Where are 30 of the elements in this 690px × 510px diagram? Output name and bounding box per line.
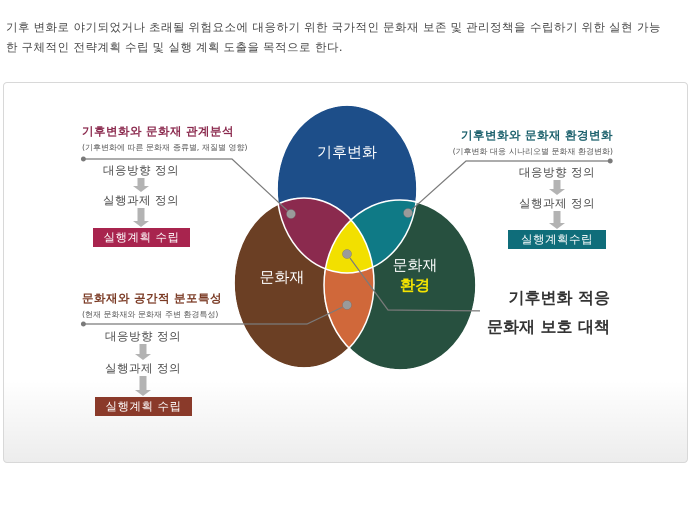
down-arrow — [133, 178, 149, 192]
step-text: 대응방향 정의 — [104, 329, 182, 343]
section-heading: 기후변화와 문화재 관계분석 — [82, 124, 234, 139]
down-arrow — [549, 180, 565, 195]
intro-paragraph: 기후 변화로 야기되었거나 초래될 위험요소에 대응하기 위한 국가적인 문화재 보존 및 관리정책을 수립하기 위한 실현 가능한 구체적인 전략계획 수립 및 실행 계획 도출을 목적으로 한다. — [6, 19, 662, 56]
heading-note: (현재 문화재와 문화재 주변 환경특성) — [82, 309, 218, 320]
region-label: 문화재 — [392, 256, 438, 275]
leader-line — [80, 156, 288, 212]
leader-line — [80, 306, 343, 326]
step-text: 실행과제 정의 — [104, 361, 182, 375]
section-heading: 문화재와 공간적 분포특성 — [82, 291, 222, 306]
heading-note: (기후변화 대응 시나리오별 문화재 환경변화) — [452, 146, 613, 157]
down-arrow — [135, 376, 151, 396]
step-text: 대응방향 정의 — [102, 163, 180, 177]
step-text: 실행과제 정의 — [518, 196, 596, 210]
plan-box: 실행계획 수립 — [93, 228, 190, 247]
down-arrow — [133, 208, 149, 227]
step-text: 대응방향 정의 — [518, 165, 596, 179]
region-label: 문화재 — [258, 268, 306, 287]
down-arrow — [549, 211, 565, 229]
leader-line — [411, 158, 613, 210]
conclusion-text: 기후변화 적응 문화재 보호 대책 — [486, 287, 610, 338]
step-text: 실행과제 정의 — [102, 193, 180, 207]
plan-box: 실행계획 수립 — [95, 397, 192, 416]
heading-note: (기후변화에 따른 문화재 종류별, 재질별 영향) — [82, 142, 248, 153]
down-arrow — [135, 344, 151, 360]
plan-box: 실행계획수립 — [508, 230, 606, 249]
section-heading: 기후변화와 문화재 환경변화 — [460, 128, 613, 143]
region-label: 기후변화 — [316, 143, 378, 162]
region-sublabel: 환경 — [399, 276, 431, 295]
